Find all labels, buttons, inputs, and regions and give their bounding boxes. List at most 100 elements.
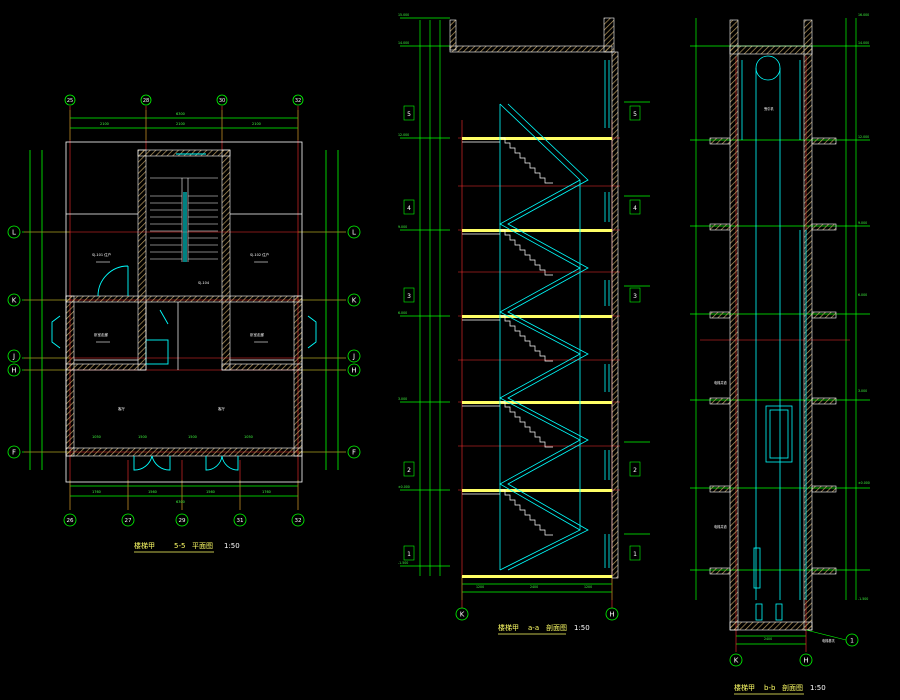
svg-text:3.000: 3.000 [398,397,407,401]
svg-text:H: H [609,611,614,619]
svg-text:电梯井道: 电梯井道 [714,380,728,385]
svg-text:SJ-102 住户: SJ-102 住户 [250,252,269,257]
section-b-elevator [741,55,807,621]
svg-text:平面图: 平面图 [192,542,213,550]
plan-stair-treads [150,177,218,262]
axis-bubble: F [347,445,361,459]
svg-text:电梯井道: 电梯井道 [714,524,728,529]
svg-text:1760: 1760 [92,490,101,494]
svg-text:5: 5 [407,111,411,118]
svg-text:9.000: 9.000 [398,225,407,229]
axis-bubble: 30 [216,94,228,106]
svg-text:1200: 1200 [584,585,592,589]
svg-text:剖面图: 剖面图 [782,683,803,692]
axis-bubble: J [7,349,21,363]
section-a-bottom-axis-bubbles: K H [455,607,619,621]
svg-text:31: 31 [237,518,244,524]
axis-bubble: 27 [121,513,135,527]
svg-text:27: 27 [125,518,132,524]
svg-text:SJ-104: SJ-104 [198,281,210,285]
floor-tag: 3 [629,287,641,303]
svg-text:K: K [352,297,357,305]
section-b-callout: 1 [805,629,859,647]
svg-text:1:50: 1:50 [810,684,826,692]
svg-text:楼梯甲: 楼梯甲 [134,541,155,550]
axis-bubble: H [347,363,361,377]
svg-text:SJ-101 住户: SJ-101 住户 [92,252,111,257]
svg-text:32: 32 [295,518,302,524]
floor-tag: 2 [403,461,415,477]
svg-text:2100: 2100 [252,122,261,126]
svg-text:4: 4 [633,205,637,212]
axis-bubble: 25 [64,94,76,106]
svg-text:曳引机: 曳引机 [764,106,774,111]
svg-text:3: 3 [407,293,411,300]
axis-bubble: 32 [291,513,305,527]
section-b-labels: 曳引机 电梯井道 电梯井道 电梯基坑 [714,106,836,643]
svg-text:H: H [803,657,808,665]
svg-text:剖面图: 剖面图 [546,623,567,632]
svg-text:2400: 2400 [764,637,772,641]
svg-text:9.000: 9.000 [858,221,867,225]
section-b-bottom-axis-bubbles: K H [729,653,813,667]
axis-bubble: K [729,653,743,667]
svg-text:卧室走廊: 卧室走廊 [250,332,264,337]
plan-room-arrows [96,261,268,343]
svg-text:F: F [12,449,16,457]
plan-stair-handrail [176,153,206,262]
svg-text:1760: 1760 [262,490,271,494]
axis-bubble: K [347,293,361,307]
svg-text:电梯基坑: 电梯基坑 [822,638,836,643]
svg-text:1050: 1050 [92,435,101,439]
floor-tag: 5 [403,105,415,121]
svg-text:J: J [12,353,15,361]
section-a-stair-rails [499,103,589,571]
axis-bubble: K [455,607,469,621]
svg-text:12.000: 12.000 [858,135,869,139]
svg-text:6300: 6300 [176,112,185,116]
floor-tag: 4 [403,199,415,215]
svg-text:L: L [352,229,356,237]
svg-text:4: 4 [407,205,411,212]
svg-text:1050: 1050 [244,435,253,439]
section-b-title: 楼梯甲 b-b 剖面图 1:50 [734,683,826,695]
svg-text:1200: 1200 [476,585,484,589]
svg-text:2400: 2400 [530,585,538,589]
svg-text:6300: 6300 [176,500,185,504]
svg-text:1: 1 [633,551,637,558]
section-a-right-floor-tags: 5 4 3 2 1 [629,105,641,561]
floor-tag: 3 [403,287,415,303]
axis-bubble: H [7,363,21,377]
svg-text:29: 29 [179,518,186,524]
axis-bubble: H [605,607,619,621]
svg-text:2100: 2100 [176,122,185,126]
svg-text:3: 3 [633,293,637,300]
section-a-stair-steps [462,137,553,536]
svg-text:1: 1 [850,638,854,645]
svg-text:12.000: 12.000 [398,133,409,137]
svg-text:b-b: b-b [764,684,776,692]
plan-room-labels: SJ-101 住户 SJ-102 住户 卧室走廊 卧室走廊 客厅 客厅 SJ-1… [92,252,269,411]
plan-top-axis-bubbles: 25 28 30 32 [64,94,304,106]
svg-text:2100: 2100 [100,122,109,126]
svg-text:3.000: 3.000 [858,389,867,393]
plan-title: 楼梯甲 5-5 平面图 1:50 [134,541,240,553]
svg-text:30: 30 [219,98,225,104]
axis-bubble: 28 [140,94,152,106]
section-b-walls [709,19,837,631]
floor-tag: 1 [403,545,415,561]
svg-text:-1.500: -1.500 [858,597,868,601]
svg-text:H: H [351,367,356,375]
svg-text:32: 32 [295,98,301,104]
svg-text:14.000: 14.000 [398,41,409,45]
svg-text:6.000: 6.000 [398,311,407,315]
svg-text:1560: 1560 [206,490,215,494]
section-a-slabs [462,137,612,578]
axis-bubble: L [347,225,361,239]
axis-bubble: 32 [292,94,304,106]
axis-bubble: 26 [63,513,77,527]
